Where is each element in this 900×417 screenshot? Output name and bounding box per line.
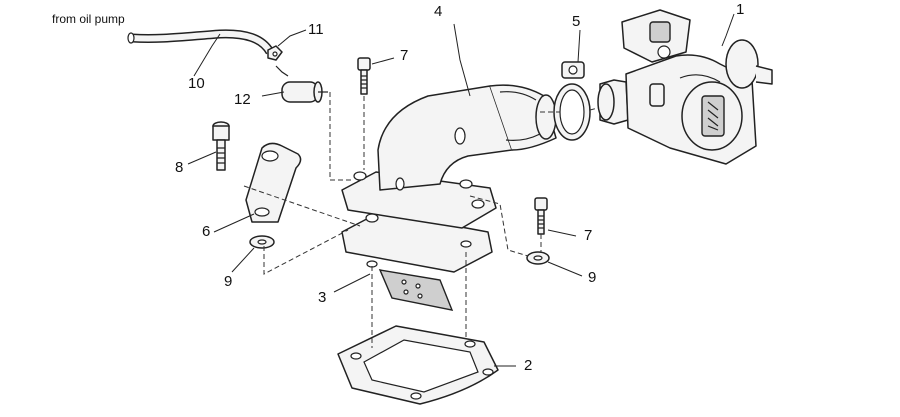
gasket-part-2 <box>337 325 499 405</box>
label-part-6: 6 <box>202 223 211 240</box>
screw-part-7-right <box>534 197 548 235</box>
label-part-3: 3 <box>318 289 327 306</box>
reed-valve-part-3 <box>341 211 493 311</box>
label-part-12: 12 <box>234 91 251 108</box>
screw-part-7-upper <box>357 57 371 95</box>
assembly-lines <box>243 92 599 348</box>
oil-hose-part-10 <box>127 29 274 55</box>
label-part-11: 11 <box>308 21 324 38</box>
washer-part-9-left <box>249 235 275 249</box>
clip-part-11 <box>267 45 283 61</box>
washer-part-9-right <box>526 251 550 265</box>
leader-lines <box>187 13 735 367</box>
caption-from-oil-pump: from oil pump <box>52 12 125 26</box>
label-part-4: 4 <box>434 3 443 20</box>
hose-clamp-part-5 <box>553 61 591 141</box>
label-part-5: 5 <box>572 13 581 30</box>
label-part-9-left: 9 <box>224 273 233 290</box>
label-part-1: 1 <box>736 1 745 18</box>
oil-fitting-part-12 <box>275 65 328 103</box>
label-part-8: 8 <box>175 159 184 176</box>
label-part-9-right: 9 <box>588 269 597 286</box>
bracket-part-6 <box>245 142 302 223</box>
label-part-2: 2 <box>524 357 533 374</box>
bolt-part-8 <box>212 121 230 171</box>
throttle-body-part-1 <box>597 9 773 165</box>
label-part-7-upper: 7 <box>400 47 409 64</box>
label-part-7-right: 7 <box>584 227 593 244</box>
label-part-10: 10 <box>188 75 205 92</box>
intake-manifold-part-4 <box>341 84 557 229</box>
